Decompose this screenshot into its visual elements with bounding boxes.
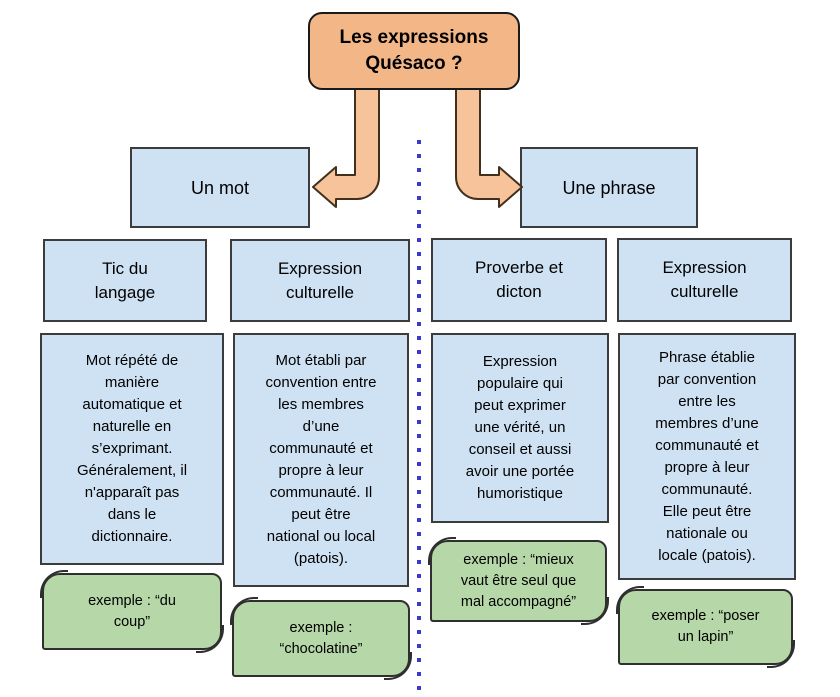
example-text: exemple : “mieux vaut être seul que mal … [460,551,577,610]
example-text: exemple : “chocolatine” [279,619,363,657]
title-box: Les expressions Quésaco ? [308,12,520,90]
description-text: Phrase établie par convention entre les … [655,348,759,564]
category-box-proverbe-et-dicton: Proverbe et dicton [431,238,607,322]
category-box-expression-culturelle-phrase: Expression culturelle [617,238,792,322]
description-box-tic-du-langage: Mot répété de manière automatique et nat… [40,333,224,565]
category-label: Expression culturelle [277,258,363,302]
branch-label: Un mot [190,177,250,198]
curved-arrow-right-icon [455,88,523,208]
dotted-divider [417,140,421,692]
description-box-expression-culturelle-phrase: Phrase établie par convention entre les … [618,333,796,580]
branch-label: Une phrase [562,177,656,198]
branch-une-phrase: Une phrase [520,147,698,228]
branch-un-mot: Un mot [130,147,310,228]
category-label: Proverbe et dicton [475,258,563,301]
description-text: Mot établi par convention entre les memb… [265,352,377,567]
description-box-proverbe-et-dicton: Expression populaire qui peut exprimer u… [431,333,609,523]
category-box-expression-culturelle-mot: Expression culturelle [230,239,410,322]
category-label: Expression culturelle [662,258,747,301]
example-box-mieux-vaut-etre-seul: exemple : “mieux vaut être seul que mal … [428,537,609,625]
diagram-title: Les expressions Quésaco ? [339,27,489,74]
example-text: exemple : “poser un lapin” [651,608,760,645]
description-text: Expression populaire qui peut exprimer u… [465,353,575,502]
description-text: Mot répété de manière automatique et nat… [76,352,188,545]
example-box-poser-un-lapin: exemple : “poser un lapin” [616,586,795,668]
example-box-chocolatine: exemple : “chocolatine” [230,597,412,680]
category-box-tic-du-langage: Tic du langage [43,239,207,322]
example-text: exemple : “du coup” [88,592,176,630]
category-label: Tic du langage [94,258,156,302]
example-box-du-coup: exemple : “du coup” [40,570,224,653]
description-box-expression-culturelle-mot: Mot établi par convention entre les memb… [233,333,409,587]
curved-arrow-left-icon [312,88,380,208]
